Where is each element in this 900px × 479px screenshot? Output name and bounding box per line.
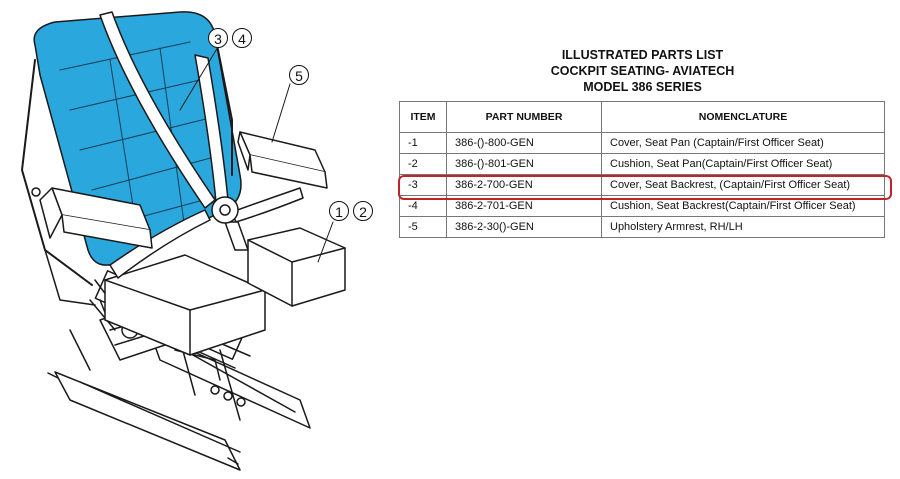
loose-seat-pan-block [247, 227, 346, 307]
cell-nomenclature: Cushion, Seat Pan(Captain/First Officer … [601, 153, 885, 175]
header-nomenclature: NOMENCLATURE [601, 101, 885, 133]
seat-harness [99, 11, 304, 279]
table-row: -5 386-2-30()-GEN Upholstery Armrest, RH… [399, 216, 885, 238]
cell-item: -2 [399, 153, 447, 175]
title-line-1: ILLUSTRATED PARTS LIST [561, 48, 724, 62]
cell-nomenclature: Cover, Seat Pan (Captain/First Officer S… [601, 132, 885, 154]
callout-3: 3 [208, 28, 228, 48]
header-item: ITEM [399, 101, 447, 133]
table-row-highlighted: -3 386-2-700-GEN Cover, Seat Backrest, (… [399, 174, 885, 196]
callout-2: 2 [353, 201, 373, 221]
cell-nomenclature: Cover, Seat Backrest, (Captain/First Off… [601, 174, 885, 196]
right-armrest [237, 131, 328, 189]
callout-4: 4 [232, 28, 252, 48]
seat-illustration [21, 11, 346, 471]
cell-part-number: 386-2-30()-GEN [446, 216, 602, 238]
cell-part-number: 386-2-700-GEN [446, 174, 602, 196]
title-line-2: COCKPIT SEATING- AVIATECH [550, 64, 735, 78]
cell-part-number: 386-()-801-GEN [446, 153, 602, 175]
callout-1: 1 [329, 201, 349, 221]
left-armrest [31, 187, 153, 249]
table-row: -2 386-()-801-GEN Cushion, Seat Pan(Capt… [399, 153, 885, 175]
cell-part-number: 386-()-800-GEN [446, 132, 602, 154]
callout-leaders [179, 46, 334, 263]
seat-side-frame [21, 34, 233, 306]
cell-nomenclature: Cushion, Seat Backrest(Captain/First Off… [601, 195, 885, 217]
table-row: -1 386-()-800-GEN Cover, Seat Pan (Capta… [399, 132, 885, 154]
parts-list-title: ILLUSTRATED PARTS LIST COCKPIT SEATING- … [500, 47, 785, 95]
table-row: -4 386-2-701-GEN Cushion, Seat Backrest(… [399, 195, 885, 217]
header-part-number: PART NUMBER [446, 101, 602, 133]
cell-item: -5 [399, 216, 447, 238]
seat-pan-cushion [104, 254, 266, 356]
parts-table: ITEM PART NUMBER NOMENCLATURE -1 386-()-… [399, 101, 885, 238]
callout-5: 5 [289, 65, 309, 85]
cell-item: -1 [399, 132, 447, 154]
cell-item: -4 [399, 195, 447, 217]
cell-part-number: 386-2-701-GEN [446, 195, 602, 217]
table-header-row: ITEM PART NUMBER NOMENCLATURE [399, 101, 885, 133]
title-line-3: MODEL 386 SERIES [583, 80, 702, 94]
cell-item: -3 [399, 174, 447, 196]
cell-nomenclature: Upholstery Armrest, RH/LH [601, 216, 885, 238]
